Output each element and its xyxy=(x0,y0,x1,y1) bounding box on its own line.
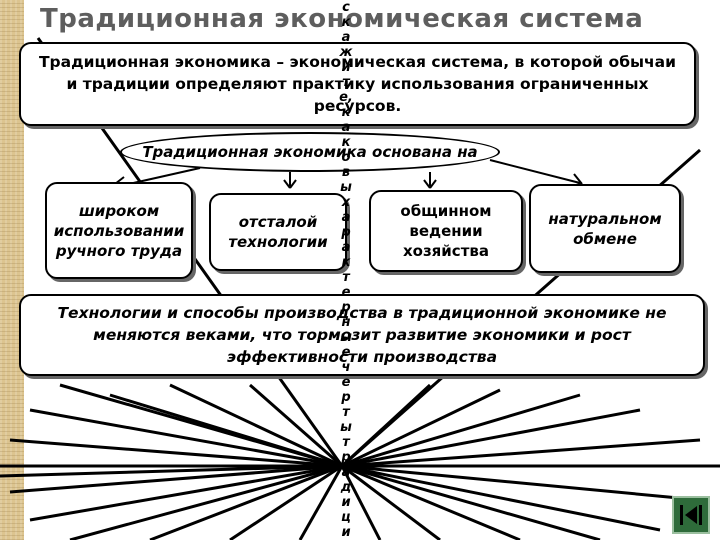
item-box-manual-labor: широком использовании ручного труда xyxy=(45,182,193,279)
based-on-oval: Традиционная экономика основана на xyxy=(120,132,500,172)
item-box-backward-technology: отсталой технологии xyxy=(209,193,347,271)
definition-box: Традиционная экономика – экономическая с… xyxy=(19,42,696,126)
conclusion-box: Технологии и способы производства в трад… xyxy=(19,294,705,376)
page-title: Традиционная экономическая система xyxy=(40,4,644,34)
item-box-barter-exchange: натуральном обмене xyxy=(529,184,681,273)
based-on-text: Традиционная экономика основана на xyxy=(142,143,478,161)
item-text: отсталой технологии xyxy=(228,213,328,251)
item-text: натуральном обмене xyxy=(548,209,662,248)
item-text: общинном ведении хозяйства xyxy=(400,202,492,260)
return-button[interactable] xyxy=(672,496,710,534)
definition-text: Традиционная экономика – экономическая с… xyxy=(38,53,676,115)
conclusion-text: Технологии и способы производства в трад… xyxy=(57,304,667,366)
vertical-overlay-text: скажите,каковы характерные черты традици… xyxy=(339,0,353,540)
item-box-communal-farming: общинном ведении хозяйства xyxy=(369,190,523,272)
item-text: широком использовании ручного труда xyxy=(53,201,185,260)
return-icon xyxy=(680,505,702,525)
